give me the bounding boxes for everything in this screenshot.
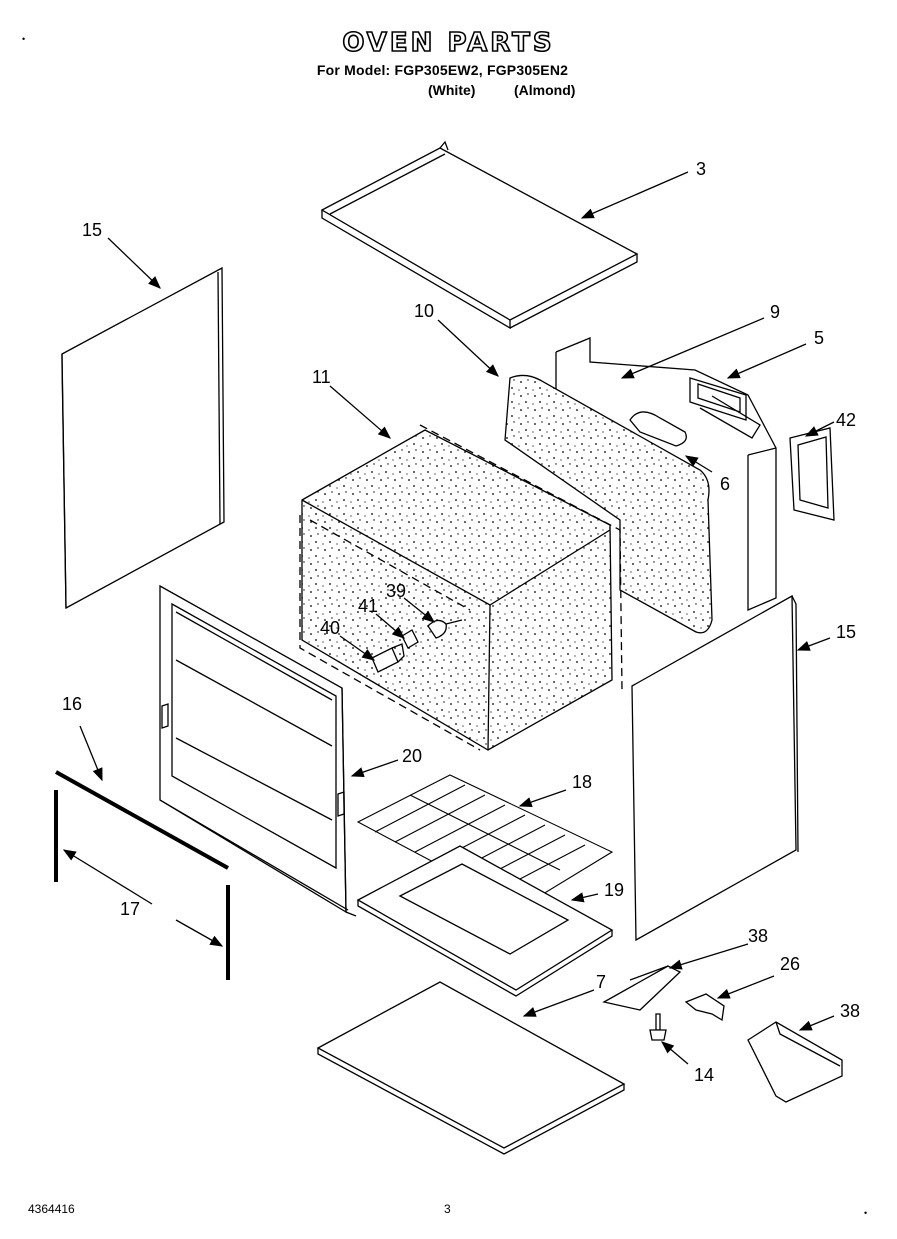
part-igniter-group (371, 619, 463, 673)
callout-16: 16 (62, 694, 82, 714)
part-screw (649, 1013, 667, 1041)
part-clip (684, 993, 725, 1022)
callout-5: 5 (814, 328, 824, 348)
part-vent (689, 377, 761, 439)
part-bracket (789, 427, 835, 521)
callout-7: 7 (596, 972, 606, 992)
callout-18: 18 (572, 772, 592, 792)
color-white: (White) (428, 82, 476, 98)
callout-3: 3 (696, 159, 706, 179)
callout-39: 39 (386, 581, 406, 601)
callout-40: 40 (320, 618, 340, 638)
callout-38-lower: 38 (840, 1001, 860, 1021)
callout-19: 19 (604, 880, 624, 900)
callout-labels: 3 15 10 9 5 11 42 6 39 41 40 15 16 20 18… (62, 159, 860, 1085)
model-numbers: For Model: FGP305EW2, FGP305EN2 (316, 62, 569, 78)
part-side-panel-left (61, 266, 225, 610)
callout-15-left: 15 (82, 220, 102, 240)
part-top-panel (320, 140, 639, 330)
part-oven-rack (356, 774, 614, 909)
callout-15-right: 15 (836, 622, 856, 642)
part-vent-seal (629, 411, 687, 447)
callout-42: 42 (836, 410, 856, 430)
callout-17: 17 (120, 899, 140, 919)
callout-20: 20 (402, 746, 422, 766)
part-insulation-back (504, 374, 713, 634)
callout-26: 26 (780, 954, 800, 974)
page-title: OVEN PARTS (342, 27, 555, 59)
part-bottom-panel (316, 981, 626, 1155)
leader-lines (62, 171, 835, 1065)
part-leveler-bracket-large (747, 1021, 843, 1103)
part-trim (54, 770, 230, 980)
part-leveler-bracket (602, 965, 682, 1011)
callout-38-upper: 38 (748, 926, 768, 946)
callout-6: 6 (720, 474, 730, 494)
page-number: 3 (444, 1202, 451, 1216)
part-front-frame (159, 584, 357, 917)
callout-11: 11 (312, 367, 331, 387)
callout-10: 10 (414, 301, 434, 321)
callout-41: 41 (358, 596, 378, 616)
part-broiler-pan (356, 845, 614, 997)
scan-mark: • (864, 1208, 868, 1218)
part-side-panel-right (631, 594, 799, 942)
scan-mark: • (22, 34, 26, 44)
callout-9: 9 (770, 302, 780, 322)
document-number: 4364416 (28, 1202, 75, 1216)
color-almond: (Almond) (514, 82, 576, 98)
callout-14: 14 (694, 1065, 714, 1085)
